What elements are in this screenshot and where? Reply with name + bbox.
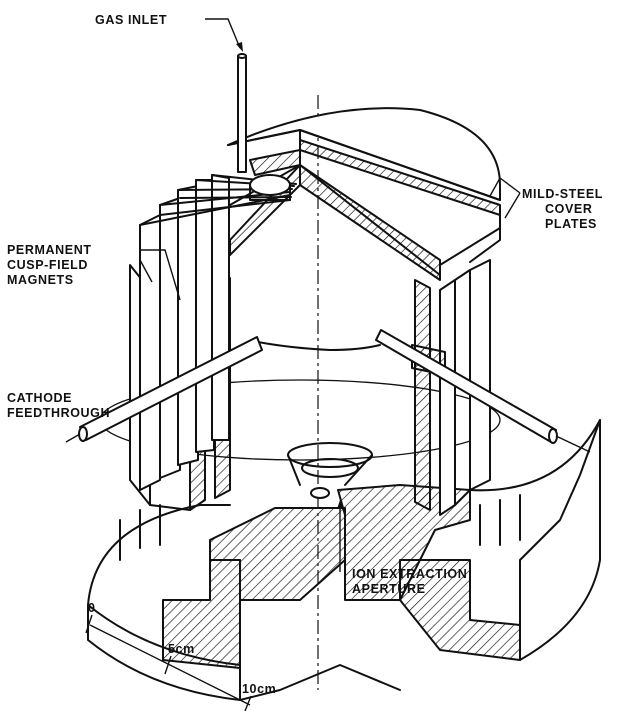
aperture-label-line1: ION EXTRACTION <box>352 567 467 581</box>
cathode-label-line2: FEEDTHROUGH <box>7 406 110 420</box>
gas-inlet-boss <box>249 174 291 201</box>
aperture-label-line2: APERTURE <box>352 582 426 596</box>
magnets-label-line1: PERMANENT <box>7 243 92 257</box>
magnets-label-line3: MAGNETS <box>7 273 74 287</box>
cover-plates-label-line3: PLATES <box>545 217 597 231</box>
scale-tick-10cm: 10cm <box>242 682 276 696</box>
cathode-label-line1: CATHODE <box>7 391 72 405</box>
gas-inlet-tube <box>237 53 247 173</box>
cathode-feedthrough-right <box>375 329 591 453</box>
cover-plates-label-line1: MILD-STEEL <box>522 187 603 201</box>
magnets-label-line2: CUSP-FIELD <box>7 258 88 272</box>
leader-lines <box>139 18 521 572</box>
scale-bar: 0 5cm 10cm <box>85 601 276 711</box>
cathode-feedthrough-left <box>65 336 263 443</box>
cathode-filament <box>257 341 381 351</box>
gas-inlet-label: GAS INLET <box>95 13 167 27</box>
cover-plates-label-line2: COVER <box>545 202 592 216</box>
scale-tick-5cm: 5cm <box>168 642 195 656</box>
base-flange <box>87 419 601 701</box>
cover-plates <box>227 107 501 281</box>
cusp-field-magnets <box>139 174 297 491</box>
chamber-wall-right <box>411 259 491 516</box>
scale-tick-0: 0 <box>88 601 96 615</box>
